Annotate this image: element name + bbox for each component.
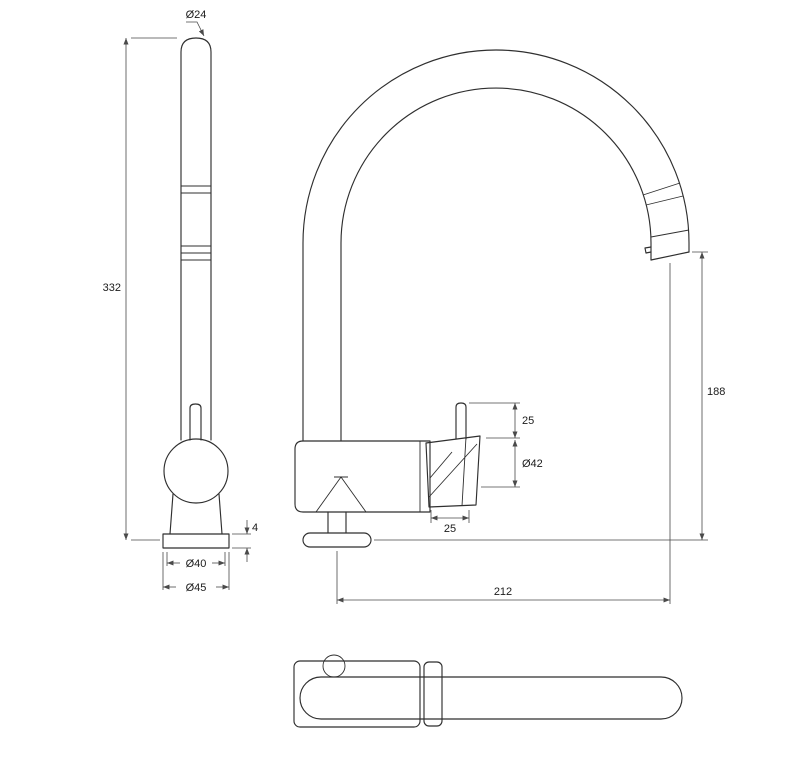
front-base-stem — [327, 511, 347, 534]
dim-spout-reach: 212 — [336, 263, 671, 604]
dim-label-base-diameter-outer: Ø45 — [186, 582, 207, 594]
valve-body-circle — [163, 438, 229, 504]
front-body-outline — [294, 440, 431, 513]
top-view — [293, 654, 683, 728]
dim-spout-top-diameter: Ø24 — [186, 9, 207, 37]
dim-handle-length: 25 — [430, 510, 470, 535]
dim-label-spout-reach: 212 — [494, 586, 512, 598]
side-spout-outline — [180, 37, 212, 441]
top-spout-joint-circle — [322, 654, 346, 678]
dim-base-plate-thickness: 4 — [232, 520, 258, 562]
spray-head-bands — [642, 182, 690, 238]
front-body-wedge — [315, 476, 367, 513]
dim-overall-height: 332 — [103, 37, 177, 541]
dim-label-handle-diameter: Ø42 — [522, 458, 543, 470]
dim-handle-diameter: Ø42 — [481, 440, 543, 488]
dim-label-outlet-height: 188 — [707, 386, 725, 398]
front-base-flange — [302, 532, 372, 548]
top-handle-block — [423, 661, 443, 727]
dim-label-base-plate-thickness: 4 — [252, 522, 258, 534]
spray-tip — [644, 246, 690, 261]
top-body-block — [293, 660, 421, 728]
dim-label-handle-length: 25 — [444, 523, 456, 535]
front-view: 25 Ø42 25 188 212 — [294, 49, 725, 604]
handle-stem — [455, 402, 467, 440]
side-base-neck — [169, 493, 223, 535]
dim-label-handle-stem-height: 25 — [522, 415, 534, 427]
dim-label-spout-top-diameter: Ø24 — [186, 9, 207, 21]
dim-base-diameter-inner: Ø40 — [166, 552, 226, 570]
dim-base-diameter-outer: Ø45 — [162, 552, 230, 594]
gooseneck-outer — [302, 49, 690, 442]
handle-body-details — [428, 436, 478, 507]
side-base-plate — [162, 533, 230, 549]
handle-body — [425, 435, 481, 508]
side-handle-stub — [189, 403, 202, 441]
dim-label-base-diameter-inner: Ø40 — [186, 558, 207, 570]
dim-label-overall-height: 332 — [103, 282, 121, 294]
dim-handle-stem-height: 25 — [469, 402, 534, 439]
dim-outlet-height: 188 — [374, 251, 725, 541]
gooseneck-inner — [340, 87, 652, 442]
side-view: Ø24 332 4 Ø40 Ø45 — [103, 9, 258, 594]
side-spout-bands — [181, 185, 211, 261]
top-spout-arm — [299, 676, 683, 720]
